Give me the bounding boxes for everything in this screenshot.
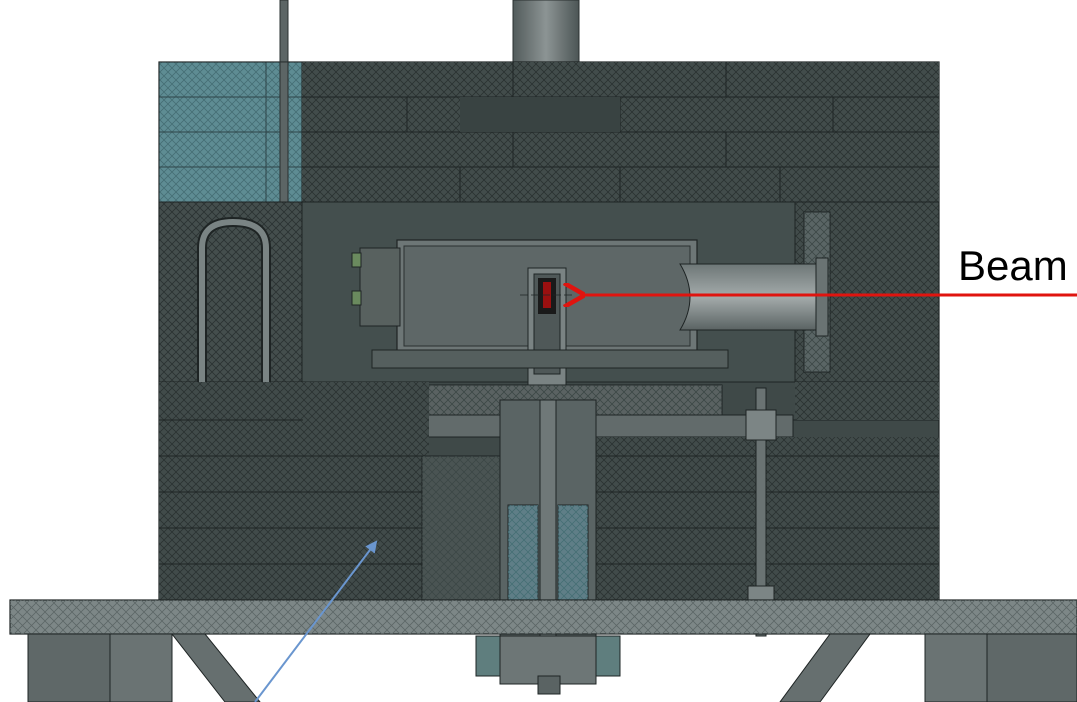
left-shield-block <box>158 201 303 383</box>
support-legs <box>27 633 1077 702</box>
bottom-flange <box>475 635 621 695</box>
beam-pipe <box>679 263 821 331</box>
threaded-rod <box>755 387 767 637</box>
water-tank <box>158 61 303 203</box>
base-plate <box>9 599 1077 635</box>
lower-left-bricks <box>159 382 429 602</box>
lower-right-bricks <box>596 382 939 602</box>
top-brick-rows <box>302 62 939 202</box>
top-pipe <box>512 0 580 63</box>
pointer-arrow <box>254 540 378 702</box>
beam-label: Beam <box>958 242 1068 289</box>
